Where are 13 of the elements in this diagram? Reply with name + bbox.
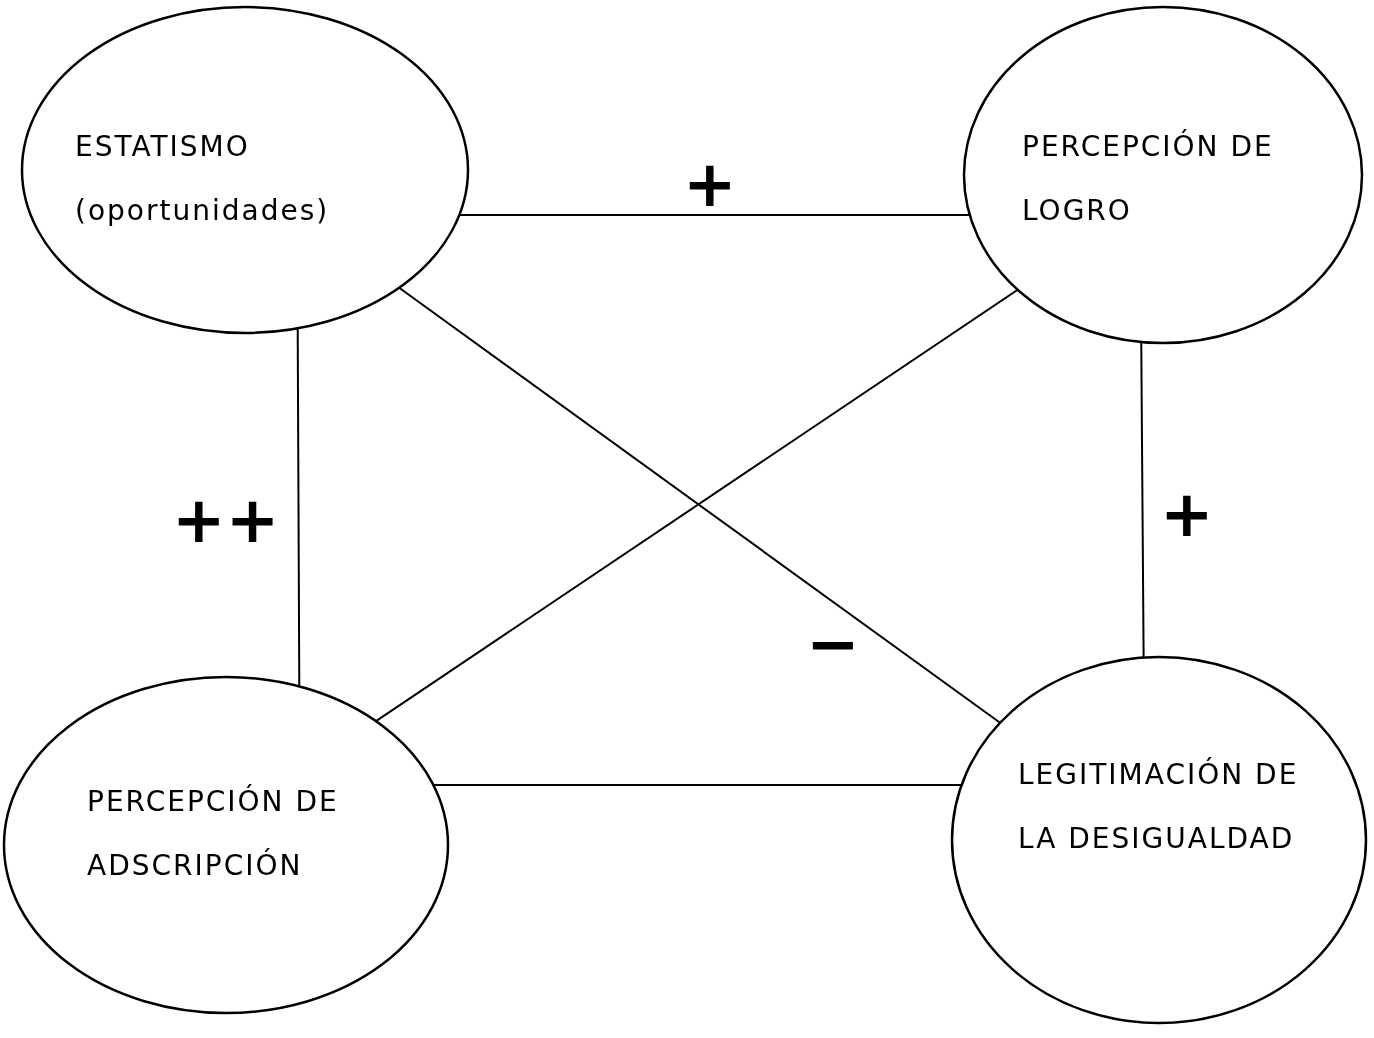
concept-label: PERCEPCIÓN DE ADSCRIPCIÓN [87, 783, 340, 884]
concept-ellipse [962, 5, 1364, 345]
edge-label: + [683, 152, 737, 216]
concept-label: (oportunidades) [75, 193, 331, 229]
concept-label: PERCEPCIÓN DE LOGRO [1022, 128, 1275, 229]
edge-label: + [1160, 482, 1214, 546]
concept-ellipse [20, 5, 470, 335]
concept-ellipse [2, 675, 450, 1015]
concept-label: LEGITIMACIÓN DE LA DESIGUALDAD [1018, 756, 1300, 857]
concept-label: ESTATISMO [75, 129, 251, 165]
edge-label: ++ [172, 488, 280, 552]
edge-label: − [806, 612, 860, 676]
concept-ellipse [950, 655, 1368, 1025]
